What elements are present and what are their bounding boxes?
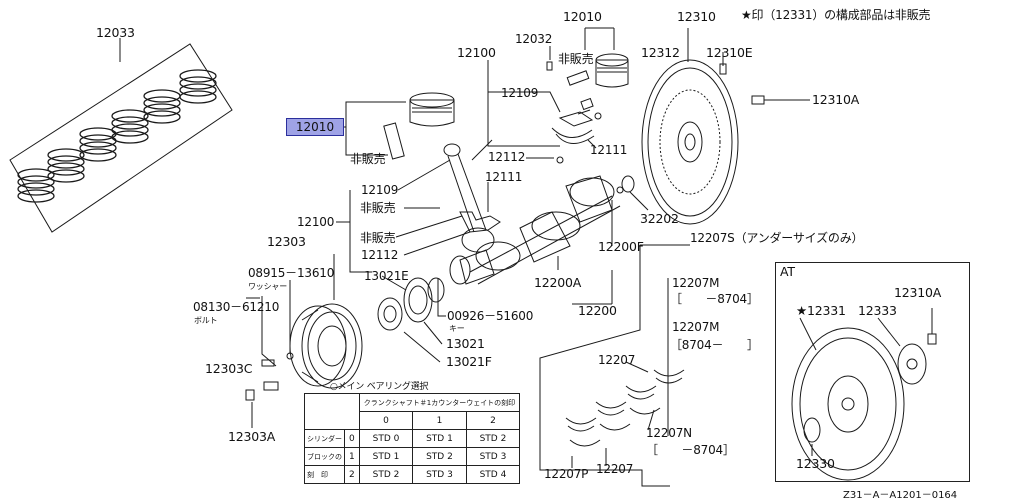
part-32202[interactable]: 32202	[640, 211, 679, 226]
part-12330[interactable]: 12330	[796, 456, 835, 471]
crank-pulley	[245, 303, 363, 401]
part-12200F[interactable]: 12200F	[598, 239, 644, 254]
part-12312[interactable]: 12312	[641, 45, 680, 60]
table-cell: STD 2	[358, 465, 414, 484]
not-for-sale-mid1: 非販売	[360, 201, 396, 215]
washer-label: ワッシャー	[248, 282, 287, 291]
part-12207P[interactable]: 12207P	[544, 467, 589, 481]
part-12303[interactable]: 12303	[267, 234, 306, 249]
table-cell: STD 2	[412, 447, 467, 466]
part-12207M-1[interactable]: 12207M	[672, 276, 720, 290]
diagram-code: Z31－A－A1201－0164	[843, 490, 958, 501]
at-drive-plate	[791, 308, 937, 481]
crankshaft	[449, 175, 635, 285]
part-12109-top[interactable]: 12109	[501, 86, 539, 100]
at-label: AT	[780, 264, 795, 279]
table-cell: STD 2	[465, 429, 521, 448]
part-12200[interactable]: 12200	[578, 303, 617, 318]
row-code: 1	[344, 447, 360, 466]
part-12010-top[interactable]: 12010	[563, 9, 602, 24]
rod-bearing-top	[551, 97, 602, 164]
piston-top	[546, 27, 629, 88]
part-13021E[interactable]: 13021E	[364, 269, 409, 283]
table-cell: STD 1	[358, 447, 414, 466]
part-12112-top[interactable]: 12112	[488, 150, 526, 164]
row-label: シリンダー	[304, 429, 345, 448]
range-1: ［ －8704］	[670, 292, 759, 306]
table-cell: STD 1	[412, 429, 467, 448]
part-12032[interactable]: 12032	[515, 32, 553, 46]
row-label: 刻 印	[304, 465, 345, 484]
not-for-sale-mid2: 非販売	[360, 231, 396, 245]
part-12112-mid[interactable]: 12112	[361, 248, 399, 262]
part-12100-top[interactable]: 12100	[457, 45, 496, 60]
table-header: クランクシャフト＃1カウンターウェイトの刻印	[358, 393, 521, 412]
part-12303A[interactable]: 12303A	[228, 429, 276, 444]
part-13021F[interactable]: 13021F	[446, 354, 492, 369]
row-label: ブロックの	[304, 447, 345, 466]
piston-ring-set	[9, 38, 233, 233]
range-3: ［ －8704］	[646, 443, 735, 457]
part-12200A[interactable]: 12200A	[534, 275, 582, 290]
part-12310A-at[interactable]: 12310A	[894, 285, 942, 300]
bearing-table-caption: ○メイン ベアリング選択	[330, 382, 429, 392]
part-12310A[interactable]: 12310A	[812, 92, 860, 107]
table-cell: STD 3	[412, 465, 467, 484]
header-note: ★印（12331）の構成部品は非販売	[741, 8, 931, 22]
part-12333[interactable]: 12333	[858, 303, 897, 318]
bolt-label: ボルト	[194, 316, 218, 325]
main-bearings	[539, 244, 690, 487]
part-12111-mid[interactable]: 12111	[485, 170, 523, 184]
main-bearing-selection-table: クランクシャフト＃1カウンターウェイトの刻印 0 1 2 シリンダー 0 STD…	[304, 393, 521, 484]
col-head: 1	[412, 411, 467, 430]
col-head: 0	[358, 411, 414, 430]
part-12310[interactable]: 12310	[677, 9, 716, 24]
connecting-rod	[443, 139, 501, 253]
part-12331[interactable]: ★12331	[796, 303, 846, 318]
part-12033[interactable]: 12033	[96, 25, 135, 40]
part-12207-b[interactable]: 12207	[596, 462, 634, 476]
part-12303C[interactable]: 12303C	[205, 361, 253, 376]
not-for-sale-top: 非販売	[558, 52, 594, 66]
part-12207-a[interactable]: 12207	[598, 353, 636, 367]
part-12310E[interactable]: 12310E	[706, 45, 753, 60]
part-08130-61210[interactable]: 08130－61210	[193, 300, 280, 314]
table-row: ブロックの 1 STD 1 STD 2 STD 3	[304, 447, 521, 466]
range-2: ［8704－ ］	[670, 338, 759, 352]
row-code: 0	[344, 429, 360, 448]
table-cell: STD 0	[358, 429, 414, 448]
part-12207N[interactable]: 12207N	[646, 426, 692, 440]
part-12109-mid[interactable]: 12109	[361, 183, 399, 197]
row-code: 2	[344, 465, 360, 484]
part-13021[interactable]: 13021	[446, 336, 485, 351]
part-12207S[interactable]: 12207S（アンダーサイズのみ）	[690, 231, 864, 245]
part-12207M-2[interactable]: 12207M	[672, 320, 720, 334]
table-cell: STD 4	[465, 465, 521, 484]
table-row: 刻 印 2 STD 2 STD 3 STD 4	[304, 465, 521, 484]
col-head: 2	[465, 411, 521, 430]
part-12100-mid[interactable]: 12100	[297, 215, 335, 229]
piston	[383, 92, 455, 160]
part-08915-13610[interactable]: 08915－13610	[248, 266, 335, 280]
part-12111-top[interactable]: 12111	[590, 143, 628, 157]
table-corner	[304, 393, 360, 430]
table-row: シリンダー 0 STD 0 STD 1 STD 2	[304, 429, 521, 448]
not-for-sale-piston: 非販売	[350, 152, 386, 166]
key-label: キー	[449, 324, 465, 333]
table-cell: STD 3	[465, 447, 521, 466]
part-00926-51600[interactable]: 00926－51600	[447, 309, 534, 323]
at-section	[775, 262, 970, 482]
timing-sprocket	[377, 277, 445, 331]
flywheel	[641, 28, 810, 225]
selected-part-12010[interactable]: 12010	[286, 118, 344, 136]
